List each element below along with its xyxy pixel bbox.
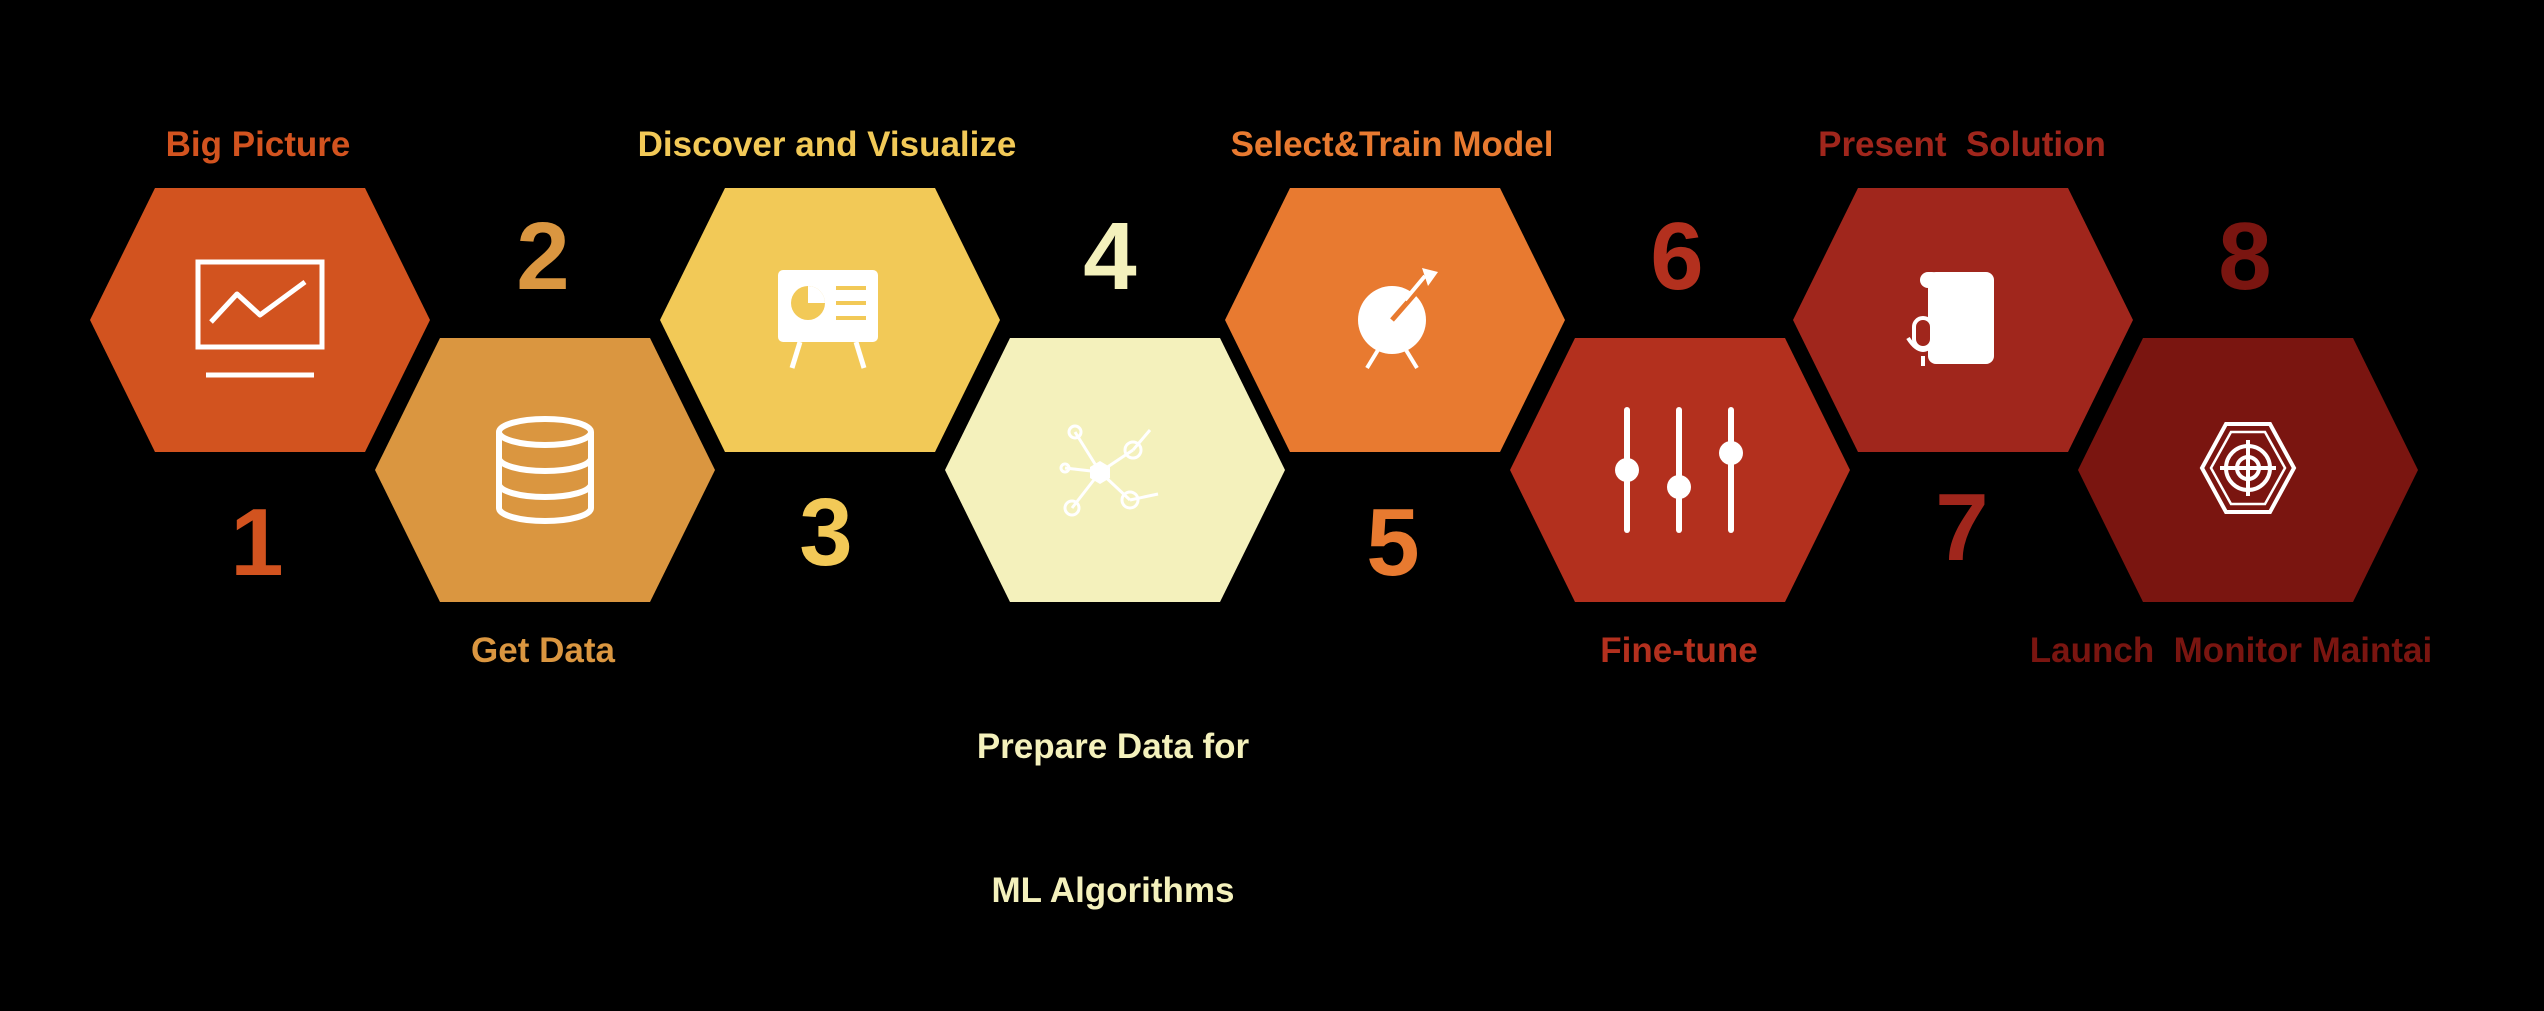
sliders-icon: [1615, 407, 1743, 533]
step-5-number: 5: [1366, 489, 1420, 596]
ml-project-steps-diagram: Big Picture Get Data Discover and Visual…: [90, 125, 2433, 910]
step-7-number: 7: [1935, 474, 1989, 581]
step-8-number: 8: [2218, 203, 2272, 310]
step-7-title: Present Solution: [1818, 125, 2106, 164]
step-4-number: 4: [1083, 203, 1137, 310]
line-chart-monitor-icon: [195, 259, 325, 378]
database-icon: [496, 416, 594, 524]
step-4-title-line-1: Prepare Data for: [976, 727, 1250, 766]
step-1-number: 1: [230, 489, 284, 596]
hexagon-target-icon: [2199, 422, 2297, 514]
step-2-hexagon: [375, 338, 715, 602]
step-3-number: 3: [799, 479, 853, 586]
step-5-hexagon: [1225, 188, 1565, 452]
step-2-number: 2: [516, 203, 570, 310]
step-6-number: 6: [1650, 203, 1704, 310]
step-2-title: Get Data: [471, 631, 615, 670]
step-6-title: Fine-tune: [1600, 631, 1758, 670]
target-dart-icon: [1358, 268, 1438, 370]
presentation-board-icon: [778, 270, 878, 369]
step-7-hexagon: [1793, 188, 2133, 452]
step-1-hexagon: [90, 188, 430, 452]
step-1-title: Big Picture: [165, 125, 351, 164]
network-nodes-icon: [1059, 424, 1159, 517]
script-microphone-icon: [1906, 272, 1994, 366]
step-4-hexagon: [945, 338, 1285, 602]
step-4-title-line-2: ML Algorithms: [991, 871, 1235, 910]
step-8-hexagon: [2078, 338, 2418, 602]
step-3-hexagon: [660, 188, 1000, 452]
step-8-title: Launch Monitor Maintai: [2029, 631, 2433, 670]
step-3-title: Discover and Visualize: [637, 125, 1017, 164]
step-5-title: Select&Train Model: [1230, 125, 1554, 164]
step-6-hexagon: [1510, 338, 1850, 602]
step-4-title: Prepare Data for ML Algorithms: [977, 627, 1249, 1011]
hexagon-layer: [90, 188, 2418, 602]
